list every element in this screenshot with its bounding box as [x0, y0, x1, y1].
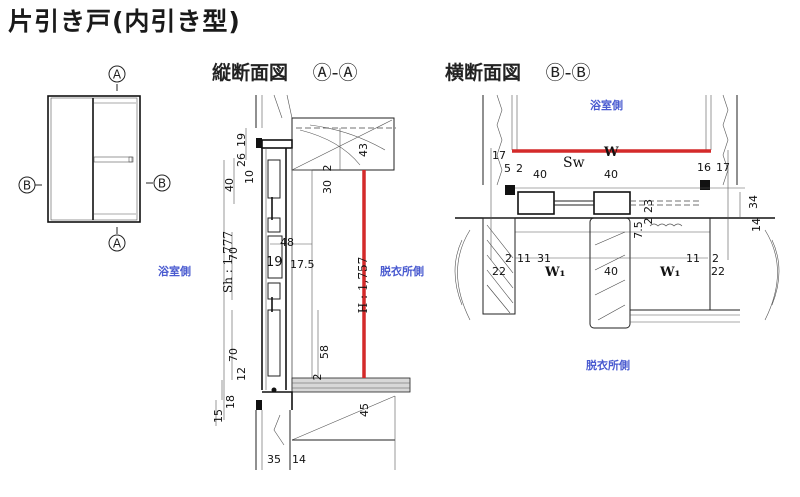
dim-sw-sash-width: Sw	[563, 155, 585, 171]
horizontal-section-title: 横断面図 Ⓑ-Ⓑ	[445, 58, 591, 85]
dim-40: 40	[223, 178, 236, 192]
dim-17-right: 17	[716, 161, 730, 174]
marker-b-right-circle	[153, 174, 171, 192]
bottom-guide-profile	[262, 391, 293, 410]
wall-line	[273, 94, 283, 119]
dim-35: 35	[267, 453, 281, 466]
dim-2-bottom: 2	[311, 374, 324, 381]
dim-70-lower: 70	[227, 348, 240, 362]
horizontal-dressing-side-label: 脱衣所側	[586, 359, 630, 372]
dim-40-center: 40	[604, 265, 618, 278]
casing-profile	[291, 169, 313, 381]
left-post	[482, 217, 516, 315]
dim-19-middle: 19	[266, 255, 283, 270]
dim-sh-sash-height: Sh : 1,777	[221, 231, 235, 293]
dim-19-top: 19	[235, 133, 248, 147]
vertical-bathroom-side-label: 浴室側	[158, 265, 191, 278]
center-post-grain	[594, 231, 626, 321]
dim-w1-left: W₁	[544, 265, 565, 280]
door-plan-view: A A B B	[18, 65, 171, 252]
wall-line	[286, 94, 293, 119]
lintel-diagonal	[291, 119, 393, 171]
bottom-rail-profile	[267, 309, 281, 377]
dim-26: 26	[235, 153, 248, 167]
dim-12: 12	[235, 367, 248, 381]
dim-14-right: 14	[750, 218, 763, 232]
dim-31: 31	[537, 252, 551, 265]
marker-b-left-circle	[18, 176, 36, 194]
lower-mid-rail-profile	[267, 282, 281, 300]
marker-a-bottom-circle	[108, 234, 126, 252]
dim-45: 45	[358, 403, 371, 417]
vertical-section-drawing: 19 26 10 40 43 2 30 Sh : 1,777 70 48 19 …	[212, 94, 411, 470]
bottom-sill	[291, 377, 411, 393]
right-seal-block	[700, 180, 710, 190]
marker-a-top: A	[113, 68, 122, 82]
dim-17-left: 17	[492, 149, 506, 162]
dim-48: 48	[280, 236, 294, 249]
dim-2-top-left: 2	[516, 162, 523, 175]
left-seal-block	[505, 185, 515, 195]
dim-17-5: 17.5	[290, 258, 315, 271]
dim-5: 5	[504, 162, 511, 175]
horizontal-section-drawing: 17 W 5 2 Sw 40 40 16 17 23 34 2 7.5 14 2…	[454, 94, 780, 329]
mid-rail-profile	[267, 217, 281, 233]
door-frame-inner	[50, 97, 138, 221]
top-frame-profile	[261, 139, 293, 149]
dim-w-width: W	[603, 145, 619, 160]
dim-15: 15	[212, 409, 225, 423]
door-frame	[47, 95, 141, 223]
dim-7-5: 7.5	[632, 221, 645, 239]
dim-30: 30	[321, 180, 334, 194]
dim-70-upper: 70	[227, 247, 240, 261]
marker-b-right: B	[158, 177, 166, 191]
vertical-dressing-side-label: 脱衣所側	[380, 265, 424, 278]
dim-58: 58	[318, 345, 331, 359]
dim-2-mid: 2	[642, 218, 655, 225]
upper-rail-profile	[267, 159, 281, 199]
door-lock-icon	[128, 156, 134, 163]
horizontal-bathroom-side-label: 浴室側	[590, 99, 623, 112]
dim-11-left: 11	[517, 252, 531, 265]
dim-10: 10	[243, 170, 256, 184]
door-handle-bar	[93, 156, 133, 163]
top-seal-block	[256, 138, 262, 148]
bottom-seal-block	[256, 400, 262, 410]
middle-panel-profile	[267, 235, 283, 279]
vertical-section-title: 縦断面図 Ⓐ-Ⓐ	[212, 58, 358, 85]
dim-22-left: 22	[492, 265, 506, 278]
page-title: 片引き戸(内引き型)	[8, 7, 241, 36]
dim-2-bottom-right: 2	[712, 252, 719, 265]
dim-40-right: 40	[604, 168, 618, 181]
marker-b-left: B	[23, 179, 31, 193]
dim-11-right: 11	[686, 252, 700, 265]
marker-a-top-circle	[108, 65, 126, 83]
vertical-section-marker: Ⓐ-Ⓐ	[312, 62, 358, 84]
horizontal-section-marker: Ⓑ-Ⓑ	[545, 62, 591, 84]
marker-a-bottom: A	[113, 237, 122, 251]
dim-22-right: 22	[711, 265, 725, 278]
right-door-stile	[593, 191, 631, 215]
left-door-stile	[517, 191, 555, 215]
vertical-section-title-text: 縦断面図	[212, 62, 289, 84]
dim-16: 16	[697, 161, 711, 174]
dim-w1-right: W₁	[659, 265, 680, 280]
dim-h-door-height: H : 1,757	[356, 257, 370, 314]
dim-18: 18	[224, 395, 237, 409]
dim-43: 43	[357, 143, 370, 157]
dim-2-bottom-left: 2	[505, 252, 512, 265]
dim-14: 14	[292, 453, 306, 466]
bottom-roller	[271, 387, 277, 393]
left-post-hatching	[486, 224, 514, 314]
dim-34: 34	[747, 195, 760, 209]
dim-23: 23	[642, 199, 655, 213]
horizontal-section-title-text: 横断面図	[445, 62, 522, 84]
dim-40-left: 40	[533, 168, 547, 181]
dim-2-top: 2	[321, 165, 334, 172]
center-post	[589, 217, 631, 329]
